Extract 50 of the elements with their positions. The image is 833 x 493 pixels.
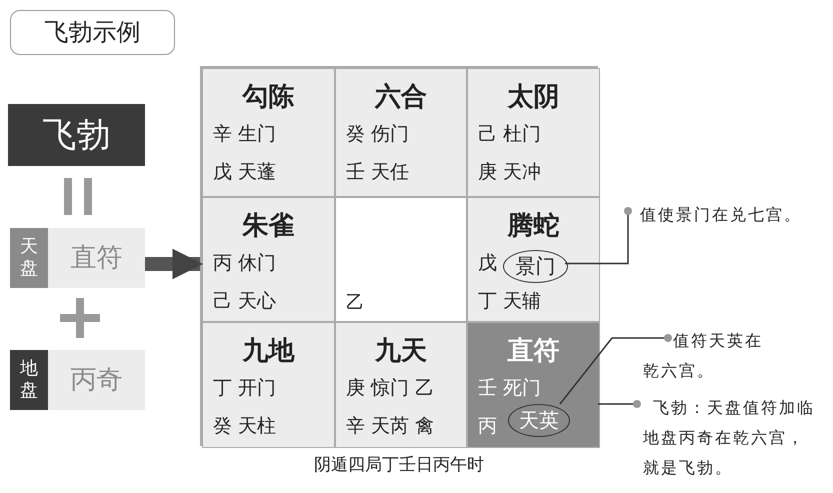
- title-box: 飞勃示例: [10, 10, 175, 55]
- leader-line: [598, 400, 641, 408]
- palace-cell: [467, 68, 600, 197]
- palace-cell: [202, 322, 335, 448]
- deity-name: 九地: [241, 335, 296, 368]
- cell-line: 庚 天冲: [478, 160, 542, 185]
- palace-cell: [202, 197, 335, 322]
- panel-tag: 地盘: [10, 350, 48, 410]
- deity-name: 朱雀: [241, 210, 296, 243]
- palace-cell: [467, 322, 600, 448]
- panel-tag: 天盘: [10, 228, 48, 288]
- cell-line: 戊: [478, 251, 497, 276]
- palace-cell: [467, 197, 600, 322]
- cell-line: 癸 天柱: [213, 414, 276, 439]
- cell-line: 丁 天辅: [478, 289, 542, 314]
- grid-table: [200, 66, 598, 446]
- cell-line: 癸 伤门: [346, 122, 410, 147]
- panel-label: 丙奇: [48, 350, 145, 410]
- deity-name: 腾蛇: [506, 210, 560, 243]
- cell-line: 己 杜门: [478, 122, 542, 147]
- palace-cell: [335, 322, 467, 448]
- deity-name: 太阴: [506, 81, 560, 114]
- title-block: 飞勃: [8, 104, 145, 166]
- palace-cell: [335, 197, 467, 322]
- cell-line: 庚 惊门 乙: [346, 376, 434, 401]
- cell-line: 壬 死门: [478, 376, 542, 401]
- cell-line: 辛 生门: [213, 122, 276, 147]
- callout-note: 值使景门在兑七宫。: [640, 200, 825, 222]
- deity-name: 九天: [374, 335, 428, 368]
- caption: 阴遁四局丁壬日丙午时: [313, 454, 485, 476]
- cell-line: 辛 天芮 禽: [346, 414, 434, 439]
- palace-cell: [202, 68, 335, 197]
- circled-text: 景门: [503, 250, 568, 283]
- stem-char: 乙: [346, 291, 364, 314]
- circled-text: 天英: [508, 404, 570, 437]
- deity-name: 六合: [374, 81, 428, 114]
- cell-line: 丙: [478, 414, 497, 439]
- palace-cell: [335, 68, 467, 197]
- leader-line: [565, 207, 632, 264]
- cell-line: 壬 天任: [346, 160, 410, 185]
- deity-name: 勾陈: [241, 81, 296, 114]
- leader-line: [559, 334, 672, 404]
- cell-line: 丁 开门: [213, 376, 276, 401]
- cell-line: 丙 休门: [213, 251, 276, 276]
- cell-line: 戊 天蓬: [213, 160, 276, 185]
- panel-label: 直符: [48, 228, 145, 288]
- callout-note: 值符天英在乾六宫。: [643, 326, 768, 386]
- callout-note: 飞勃：天盘值符加临地盘丙奇在乾六宫，就是飞勃。: [643, 393, 818, 483]
- cell-line: 己 天心: [213, 289, 276, 314]
- deity-name: 直符: [506, 335, 560, 368]
